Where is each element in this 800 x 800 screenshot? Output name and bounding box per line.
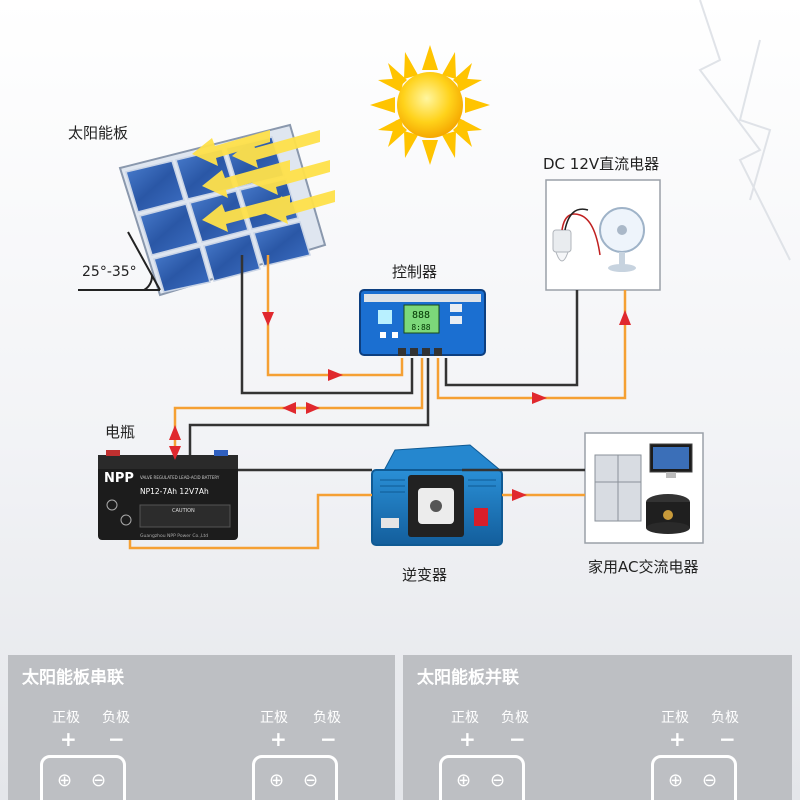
positive-terminal-icon: ⊕ xyxy=(456,770,471,791)
controller-label: 控制器 xyxy=(392,263,437,281)
charge-controller-image: 888 8:88 xyxy=(360,290,485,356)
battery-maker: Guangzhou NPP Power Co.,Ltd xyxy=(140,533,208,539)
positive-label: 正极 xyxy=(260,707,288,727)
negative-terminal-icon: ⊖ xyxy=(490,770,505,791)
positive-sign: + xyxy=(270,727,287,751)
negative-label: 负极 xyxy=(501,707,529,727)
series-connection-section: 太阳能板串联 正极 负极 + − ⊕ ⊖ 正极 负极 + − ⊕ ⊖ xyxy=(8,655,395,800)
positive-label: 正极 xyxy=(661,707,689,727)
negative-sign: − xyxy=(320,727,337,751)
negative-sign: − xyxy=(509,727,526,751)
lightning-decoration xyxy=(700,0,790,260)
panel-module: ⊕ ⊖ xyxy=(439,755,525,800)
panel-module: ⊕ ⊖ xyxy=(40,755,126,800)
controller-lcd-bottom: 8:88 xyxy=(411,323,430,332)
inverter-image xyxy=(372,445,502,545)
negative-label: 负极 xyxy=(711,707,739,727)
battery-image: NPP VALVE REGULATED LEAD-ACID BATTERY NP… xyxy=(98,450,238,540)
negative-sign: − xyxy=(719,727,736,751)
inverter-label: 逆变器 xyxy=(402,566,447,584)
positive-label: 正极 xyxy=(451,707,479,727)
positive-label: 正极 xyxy=(52,707,80,727)
panel-module: ⊕ ⊖ xyxy=(252,755,338,800)
solar-panel-label: 太阳能板 xyxy=(68,124,128,142)
diagram-canvas: 888 8:88 NPP VALVE REGULATED LEAD-ACID B… xyxy=(0,0,800,655)
dc-load-image xyxy=(546,180,660,290)
positive-sign: + xyxy=(60,727,77,751)
section-title: 太阳能板并联 xyxy=(417,663,519,688)
positive-terminal-icon: ⊕ xyxy=(668,770,683,791)
battery-small-top: VALVE REGULATED LEAD-ACID BATTERY xyxy=(140,475,220,480)
negative-sign: − xyxy=(108,727,125,751)
positive-sign: + xyxy=(459,727,476,751)
solar-panel-image xyxy=(120,125,335,295)
battery-caution: CAUTION xyxy=(172,508,195,514)
panel-module: ⊕ ⊖ xyxy=(651,755,737,800)
negative-label: 负极 xyxy=(313,707,341,727)
negative-terminal-icon: ⊖ xyxy=(303,770,318,791)
ac-load-label: 家用AC交流电器 xyxy=(588,558,698,576)
positive-terminal-icon: ⊕ xyxy=(57,770,72,791)
ac-load-image xyxy=(585,433,703,543)
battery-brand: NPP xyxy=(104,471,134,486)
negative-terminal-icon: ⊖ xyxy=(702,770,717,791)
positive-sign: + xyxy=(669,727,686,751)
tilt-angle-label: 25°-35° xyxy=(82,263,137,281)
controller-lcd-top: 888 xyxy=(412,310,430,321)
battery-model: NP12-7Ah 12V7Ah xyxy=(140,487,209,496)
negative-label: 负极 xyxy=(102,707,130,727)
dc-load-label: DC 12V直流电器 xyxy=(543,155,659,173)
battery-label: 电瓶 xyxy=(105,423,135,441)
sun-icon xyxy=(370,45,490,165)
positive-terminal-icon: ⊕ xyxy=(269,770,284,791)
negative-terminal-icon: ⊖ xyxy=(91,770,106,791)
section-title: 太阳能板串联 xyxy=(22,663,124,688)
parallel-connection-section: 太阳能板并联 正极 负极 + − ⊕ ⊖ 正极 负极 + − ⊕ ⊖ xyxy=(403,655,792,800)
